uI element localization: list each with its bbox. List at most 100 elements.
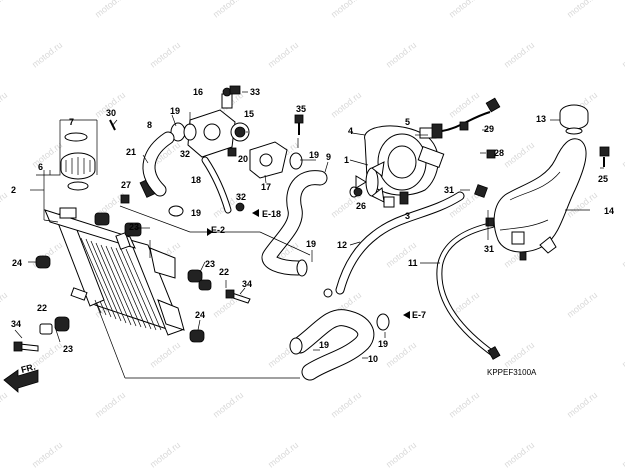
watermark-text: motod.ru (266, 440, 300, 468)
watermark-text: motod.ru (148, 40, 182, 70)
reference-arrows (207, 209, 410, 319)
watermark-text: motod.ru (384, 340, 418, 370)
callout-label-19: 19 (306, 239, 316, 249)
radiator (44, 207, 185, 336)
watermark-text: motod.ru (502, 440, 536, 468)
watermark-text: motod.ru (0, 0, 9, 20)
watermark-text: motod.ru (0, 190, 9, 220)
callout-label-6: 6 (38, 162, 43, 172)
callout-label-7: 7 (69, 117, 74, 127)
front-label: FR. (20, 362, 37, 375)
watermark-text: motod.ru (620, 240, 625, 270)
watermark-text: motod.ru (620, 40, 625, 70)
callout-label-24: 24 (195, 310, 205, 320)
callout-label-19: 19 (319, 340, 329, 350)
reserve-tank (493, 138, 587, 261)
callout-label-1: 1 (344, 155, 349, 165)
bolt-33 (229, 85, 241, 95)
watermark-text: motod.ru (620, 140, 625, 170)
callout-label-5: 5 (405, 117, 410, 127)
callout-label-31: 31 (444, 185, 454, 195)
callout-label-23: 23 (129, 222, 139, 232)
watermark-text: motod.ru (0, 90, 9, 120)
callout-label-19: 19 (378, 339, 388, 349)
watermark-text: motod.ru (0, 390, 9, 420)
o-ring (64, 132, 88, 142)
callout-label-28: 28 (494, 148, 504, 158)
impeller (355, 161, 385, 203)
callout-label-8: 8 (147, 120, 152, 130)
watermark-text: motod.ru (447, 0, 481, 20)
front-arrow (3, 369, 39, 393)
callout-label-30: 30 (106, 108, 116, 118)
callout-label-4: 4 (348, 126, 353, 136)
watermark-text: motod.ru (148, 440, 182, 468)
bolts-34 (13, 289, 251, 352)
callout-label-31: 31 (484, 244, 494, 254)
watermark-text: motod.ru (93, 390, 127, 420)
callout-label-26: 26 (356, 201, 366, 211)
watermark-text: motod.ru (620, 440, 625, 468)
watermark-text: motod.ru (565, 290, 599, 320)
watermark-text: motod.ru (93, 0, 127, 20)
ref-e2: E-2 (211, 225, 225, 235)
callout-label-25: 25 (598, 174, 608, 184)
callout-label-13: 13 (536, 114, 546, 124)
watermark-text: motod.ru (620, 340, 625, 370)
callout-label-18: 18 (191, 175, 201, 185)
bolt-35 (294, 114, 304, 135)
watermark-text: motod.ru (211, 0, 245, 20)
callout-label-22: 22 (37, 303, 47, 313)
watermark-text: motod.ru (384, 40, 418, 70)
watermark-text: motod.ru (266, 40, 300, 70)
callout-label-3: 3 (405, 211, 410, 221)
callout-label-33: 33 (250, 87, 260, 97)
bolt-25 (599, 146, 610, 167)
callout-label-2: 2 (11, 185, 16, 195)
callout-label-16: 16 (193, 87, 203, 97)
water-pump (364, 125, 445, 208)
watermark-text: motod.ru (30, 440, 64, 468)
callout-label-19: 19 (191, 208, 201, 218)
thermostat-cover (249, 141, 288, 179)
watermark-text: motod.ru (0, 290, 9, 320)
ref-e18: E-18 (262, 209, 281, 219)
callout-label-22: 22 (219, 267, 229, 277)
watermark-text: motod.ru (329, 90, 363, 120)
callout-label-32: 32 (180, 149, 190, 159)
leader-lines (14, 91, 604, 379)
callout-label-27: 27 (121, 180, 131, 190)
watermark-text: motod.ru (384, 440, 418, 468)
watermark-text: motod.ru (148, 340, 182, 370)
callout-label-20: 20 (238, 154, 248, 164)
watermark-text: motod.ru (447, 390, 481, 420)
callout-label-19: 19 (309, 150, 319, 160)
watermark-text: motod.ru (502, 140, 536, 170)
callout-label-12: 12 (337, 240, 347, 250)
radiator-cap (60, 152, 96, 191)
watermark-text: motod.ru (30, 340, 64, 370)
watermark-text: motod.ru (30, 140, 64, 170)
watermark-text: motod.ru (447, 90, 481, 120)
callout-label-24: 24 (12, 258, 22, 268)
watermark-text: motod.ru (30, 40, 64, 70)
hoses (142, 131, 498, 381)
callout-label-34: 34 (11, 319, 21, 329)
callout-label-15: 15 (244, 109, 254, 119)
callout-label-14: 14 (604, 206, 614, 216)
reserve-tank-cap (559, 104, 589, 135)
ref-e7: E-7 (412, 310, 426, 320)
callout-label-21: 21 (126, 147, 136, 157)
watermark-text: motod.ru (502, 40, 536, 70)
callout-label-17: 17 (261, 182, 271, 192)
callout-label-35: 35 (296, 104, 306, 114)
watermark-text: motod.ru (565, 390, 599, 420)
thermostat-housing (187, 87, 236, 158)
thermostat (230, 122, 250, 142)
watermark-text: motod.ru (565, 0, 599, 20)
callout-label-11: 11 (408, 258, 418, 268)
callout-label-34: 34 (242, 279, 252, 289)
fan-switch (419, 97, 501, 139)
